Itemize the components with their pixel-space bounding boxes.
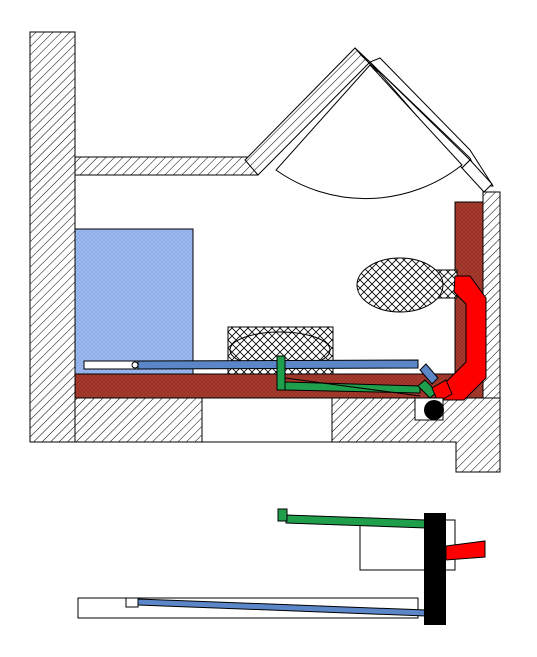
drain-riser [276,355,286,391]
riser [414,397,444,421]
bottom-left-wall [74,397,203,443]
top-wall [74,156,259,176]
water-pipe-valve [131,361,139,369]
door [275,47,494,200]
toilet-drain-elbow [431,379,453,403]
section-stack [424,513,446,625]
door-jamb [354,47,379,73]
riser-stack [424,400,444,420]
shower-tray [74,228,194,375]
toilet [356,257,458,313]
door-edge [461,159,493,193]
section-drain-cap [277,508,288,522]
drain-slope-line [284,377,421,397]
drain-pipe [276,355,438,399]
section-drain-pipe [285,514,427,529]
door-swing-arc [275,64,463,200]
toilet-bowl [356,257,444,313]
section-valve [125,597,139,608]
left-wall [29,31,76,443]
door-gap [201,397,333,443]
water-pipe-bend [419,363,439,385]
section-view [77,508,486,625]
